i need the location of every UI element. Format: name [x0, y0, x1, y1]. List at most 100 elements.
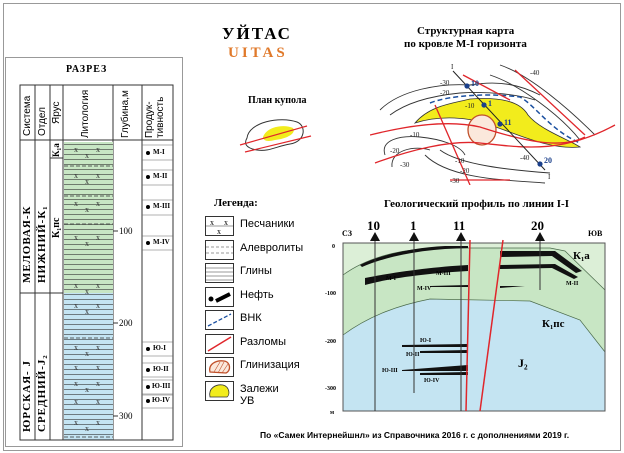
svg-text:К₁а: К₁а — [573, 250, 590, 262]
map-well-label: 10 — [471, 79, 479, 88]
svg-text:-10: -10 — [455, 157, 465, 165]
svg-text:К₁пс: К₁пс — [542, 318, 565, 330]
map-well-label: 11 — [504, 118, 512, 127]
svg-text:x: x — [85, 239, 89, 248]
svg-text:x: x — [85, 385, 89, 394]
svg-text:-20: -20 — [440, 89, 450, 97]
horizon-label: Ю-IV — [152, 396, 170, 404]
svg-text:x: x — [85, 424, 89, 433]
dome-plan-title: План купола — [248, 95, 307, 106]
dome-plan-sketch — [239, 119, 312, 153]
svg-text:x: x — [74, 233, 78, 242]
section-frame — [5, 57, 183, 447]
svg-text:-30: -30 — [450, 177, 460, 185]
svg-text:ЮВ: ЮВ — [588, 229, 603, 238]
svg-text:x: x — [85, 151, 89, 160]
section-title: РАЗРЕЗ — [66, 64, 108, 75]
clay-zone — [467, 114, 497, 146]
depth-300: 300 — [119, 411, 133, 421]
svg-text:x: x — [217, 227, 221, 235]
oil-icon — [205, 287, 234, 307]
clay-icon — [205, 263, 234, 283]
svg-text:x: x — [96, 343, 100, 352]
svg-text:М-II: М-II — [566, 281, 579, 287]
svg-text:x: x — [74, 301, 78, 310]
svg-text:x: x — [96, 233, 100, 242]
svg-text:м: м — [330, 410, 334, 416]
svg-text:x: x — [74, 199, 78, 208]
svg-text:x: x — [96, 379, 100, 388]
svg-text:x: x — [210, 218, 214, 227]
svg-text:-30: -30 — [440, 79, 450, 87]
header-depth: Глубина,м — [120, 90, 131, 138]
svg-text:-200: -200 — [325, 339, 336, 345]
svg-text:-10: -10 — [410, 131, 420, 139]
field-subtitle: UITAS — [228, 45, 288, 61]
svg-text:x: x — [96, 171, 100, 180]
system-jurassic: ЮРСКАЯ- J — [21, 360, 33, 432]
svg-text:I: I — [451, 63, 454, 71]
hydrocarbon-deposit-icon — [205, 381, 234, 401]
horizon-label: М-III — [153, 202, 171, 210]
svg-text:x: x — [96, 418, 100, 427]
svg-text:x: x — [74, 171, 78, 180]
svg-text:x: x — [96, 199, 100, 208]
svg-text:0: 0 — [332, 244, 335, 250]
svg-text:I: I — [548, 173, 551, 181]
horizon-label: М-IV — [153, 238, 170, 246]
fault-icon — [205, 334, 234, 354]
svg-text:x: x — [85, 349, 89, 358]
clay-zone-icon — [205, 357, 234, 377]
map-well-label: 20 — [544, 156, 552, 165]
svg-text:М-IV: М-IV — [417, 286, 432, 292]
profile-well-label: 11 — [453, 218, 465, 233]
footer-source: По «Самек Интернейшнл» из Справочника 20… — [260, 430, 570, 440]
profile-well-label: 20 — [531, 218, 544, 233]
svg-text:-100: -100 — [325, 291, 336, 297]
svg-text:СЗ: СЗ — [342, 229, 352, 238]
svg-text:x: x — [74, 397, 78, 406]
svg-text:x: x — [85, 287, 89, 296]
horizon-label: Ю-II — [153, 365, 169, 373]
svg-text:Ю-I: Ю-I — [420, 338, 432, 344]
depth-200: 200 — [119, 318, 133, 328]
header-productivity: Продук-тивность — [144, 96, 166, 138]
stage-k1a: К₁а — [51, 143, 61, 157]
profile-well-label: 1 — [410, 218, 417, 233]
svg-text:М-I: М-I — [386, 276, 397, 282]
header-system: Система — [22, 95, 33, 136]
header-lithology: Литология — [80, 89, 91, 138]
horizon-label: М-II — [153, 172, 168, 180]
svg-text:x: x — [74, 379, 78, 388]
header-stage: Ярус — [51, 101, 62, 124]
system-cretaceous: МЕЛОВАЯ-К — [21, 205, 33, 284]
horizon-label: Ю-I — [153, 344, 166, 352]
svg-text:x: x — [224, 218, 228, 227]
svg-text:М-III: М-III — [436, 271, 451, 277]
svg-text:x: x — [85, 205, 89, 214]
svg-text:Ю-IV: Ю-IV — [424, 378, 440, 384]
header-series: Отдел — [37, 107, 48, 136]
svg-text:x: x — [74, 418, 78, 427]
svg-text:-10: -10 — [465, 102, 475, 110]
owc-icon — [205, 310, 234, 330]
map-well-label: 1 — [488, 99, 492, 108]
profile-title: Геологический профиль по линии I-I — [384, 198, 569, 210]
svg-text:Ю-II: Ю-II — [406, 352, 420, 358]
svg-text:-300: -300 — [325, 386, 336, 392]
svg-text:x: x — [85, 177, 89, 186]
svg-text:x: x — [74, 145, 78, 154]
stage-k1nc: К₁пс — [51, 217, 62, 238]
depth-100: 100 — [119, 226, 133, 236]
svg-text:x: x — [74, 281, 78, 290]
svg-text:x: x — [96, 145, 100, 154]
outer-frame — [3, 3, 621, 451]
svg-text:-20: -20 — [460, 167, 470, 175]
series-middle-jurassic: СРЕДНИЙ-J₂ — [36, 354, 48, 432]
svg-text:-40: -40 — [520, 154, 530, 162]
svg-text:x: x — [74, 363, 78, 372]
